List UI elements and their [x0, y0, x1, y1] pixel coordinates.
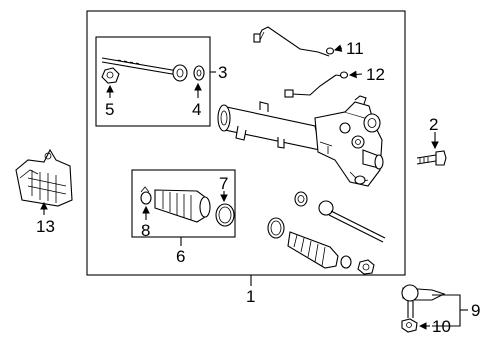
washer-ring	[193, 65, 205, 81]
callout-6: 6	[176, 247, 185, 266]
steering-gear-housing	[217, 95, 384, 187]
callout-11: 11	[346, 39, 364, 58]
lower-inner-tie-rod	[318, 200, 386, 243]
callout-10: 10	[432, 317, 451, 336]
callout-2: 2	[429, 115, 438, 134]
pressure-line	[253, 26, 335, 57]
callout-7: 7	[219, 174, 228, 193]
callout-8: 8	[141, 221, 150, 240]
lower-jam-nut	[357, 259, 375, 275]
callout-5: 5	[105, 100, 114, 119]
lower-boot-clamp	[340, 255, 352, 269]
callout-13: 13	[36, 217, 55, 236]
assembly-box-frame	[86, 10, 406, 276]
mounting-bolt	[416, 150, 447, 166]
boot-clamp-small	[140, 186, 152, 205]
rack-boot	[154, 189, 211, 223]
boot-kit-subbox-frame	[131, 169, 236, 238]
tie-rod-end-nut	[401, 318, 418, 333]
callout-4: 4	[192, 100, 201, 119]
outer-tie-rod-end	[401, 284, 446, 318]
callout-3: 3	[218, 63, 227, 82]
callout-9: 9	[471, 301, 480, 320]
inner-tie-rod	[101, 57, 188, 82]
callout-12: 12	[366, 65, 385, 84]
mounting-insulator	[15, 148, 73, 207]
lower-boot-ring	[267, 217, 285, 239]
return-line	[284, 71, 349, 98]
jam-nut	[101, 67, 120, 84]
lower-washer	[294, 191, 308, 207]
callout-1: 1	[246, 287, 255, 306]
lower-rack-boot	[287, 231, 339, 269]
boot-clamp-ring	[215, 203, 235, 227]
tie-rod-subbox-frame	[95, 36, 211, 127]
